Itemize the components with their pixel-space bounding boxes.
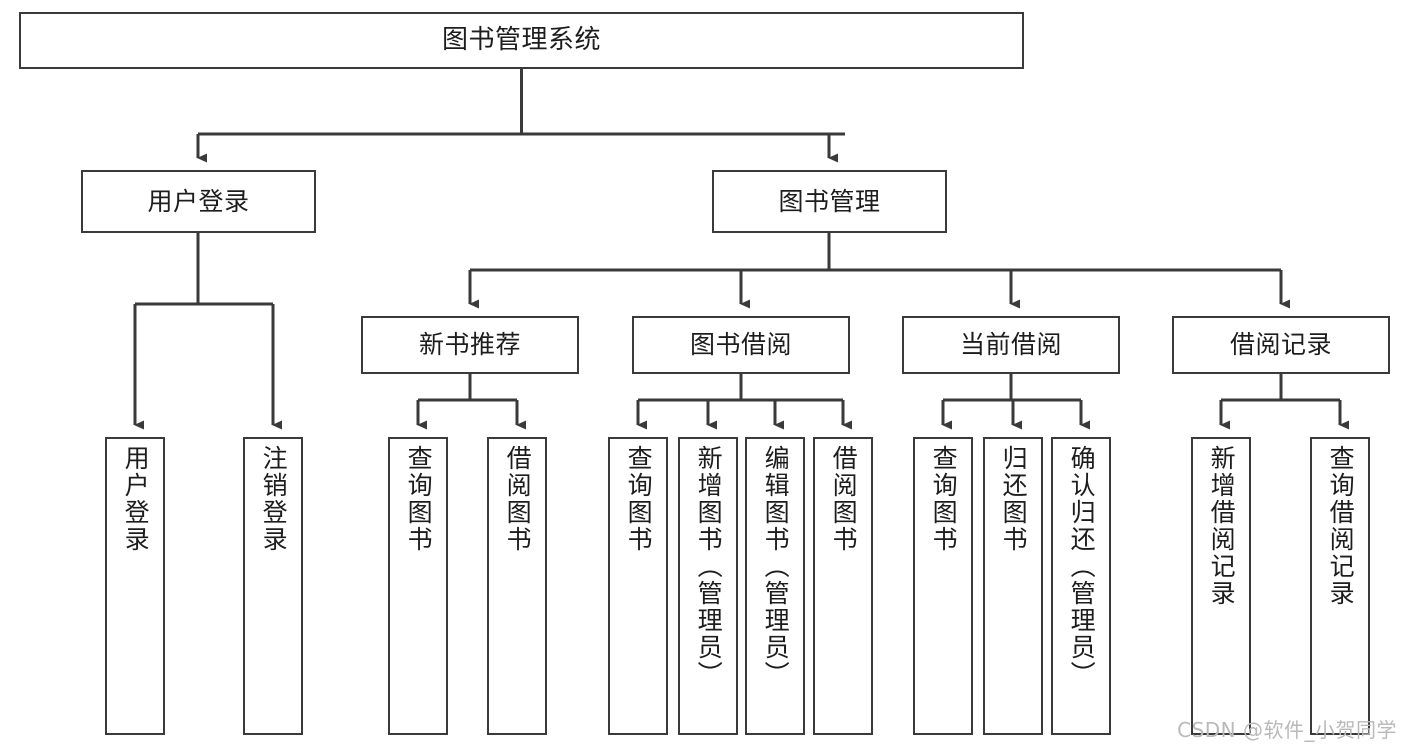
node-new-book-recommend[interactable]: 新书推荐 — [361, 316, 579, 374]
leaf-node-label: 确认归还（管理员） — [1067, 445, 1097, 688]
node-new-book-recommend-label: 新书推荐 — [418, 330, 521, 359]
leaf-node-label: 归还图书 — [999, 445, 1029, 553]
leaf-node-label: 借阅图书 — [829, 445, 859, 553]
node-borrow-record[interactable]: 借阅记录 — [1172, 316, 1390, 374]
node-user-login-label: 用户登录 — [147, 186, 250, 216]
leaf-node-label: 注销登录 — [259, 445, 289, 553]
leaf-node[interactable]: 借阅图书 — [487, 437, 547, 735]
leaf-node[interactable]: 编辑图书（管理员） — [745, 437, 805, 735]
node-book-borrow[interactable]: 图书借阅 — [632, 316, 850, 374]
node-root-label: 图书管理系统 — [441, 24, 601, 55]
leaf-node[interactable]: 借阅图书 — [813, 437, 873, 735]
leaf-node[interactable]: 新增借阅记录 — [1191, 437, 1251, 735]
node-book-management-label: 图书管理 — [778, 186, 881, 216]
node-book-management[interactable]: 图书管理 — [712, 170, 947, 233]
node-root[interactable]: 图书管理系统 — [19, 12, 1024, 69]
leaf-node-label: 用户登录 — [121, 445, 151, 553]
leaf-node[interactable]: 查询图书 — [388, 437, 448, 735]
leaf-node-label: 新增借阅记录 — [1207, 445, 1237, 607]
leaf-node[interactable]: 确认归还（管理员） — [1051, 437, 1111, 735]
leaf-node[interactable]: 注销登录 — [243, 437, 303, 735]
node-book-borrow-label: 图书借阅 — [689, 330, 792, 359]
node-current-borrow-label: 当前借阅 — [959, 330, 1062, 359]
leaf-node-label: 查询图书 — [929, 445, 959, 553]
leaf-node[interactable]: 用户登录 — [105, 437, 165, 735]
leaf-node[interactable]: 新增图书（管理员） — [678, 437, 738, 735]
node-borrow-record-label: 借阅记录 — [1229, 330, 1332, 359]
leaf-node-label: 借阅图书 — [503, 445, 533, 553]
leaf-node[interactable]: 查询图书 — [913, 437, 973, 735]
leaf-node-label: 查询图书 — [404, 445, 434, 553]
node-user-login[interactable]: 用户登录 — [81, 170, 316, 233]
leaf-node-label: 查询图书 — [624, 445, 654, 553]
leaf-node[interactable]: 归还图书 — [983, 437, 1043, 735]
leaf-node-label: 编辑图书（管理员） — [761, 445, 791, 688]
leaf-node-label: 查询借阅记录 — [1326, 445, 1356, 607]
leaf-node-label: 新增图书（管理员） — [694, 445, 724, 688]
leaf-node[interactable]: 查询借阅记录 — [1310, 437, 1370, 735]
node-current-borrow[interactable]: 当前借阅 — [902, 316, 1120, 374]
leaf-node[interactable]: 查询图书 — [608, 437, 668, 735]
